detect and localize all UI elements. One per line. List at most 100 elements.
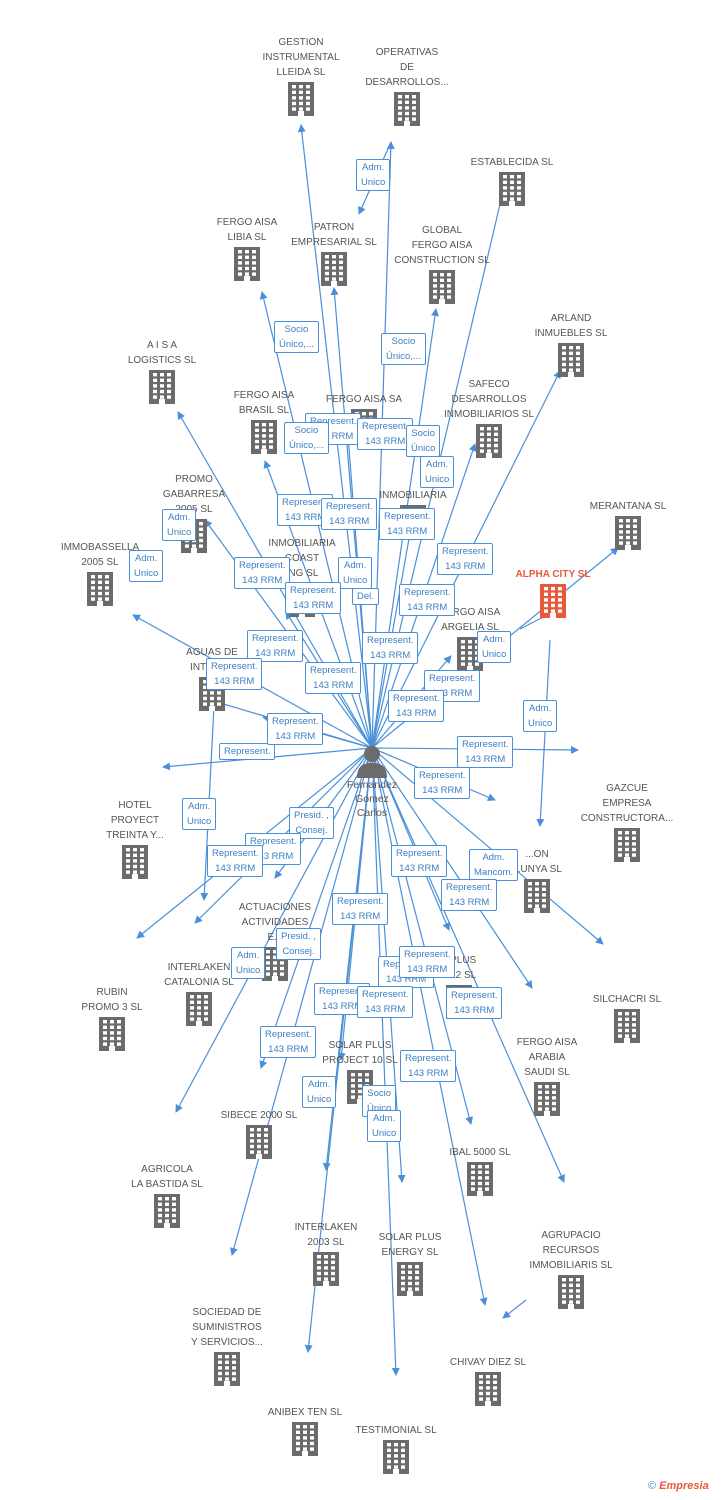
relation-label[interactable]: Adm.Unico [420, 456, 455, 488]
relation-label[interactable]: Represent.143 RRM [234, 557, 291, 589]
relation-label-line: Represent. [367, 635, 414, 646]
relation-label[interactable]: Adm.Unico [477, 631, 512, 663]
company-node[interactable]: SILCHACRI SL [575, 992, 679, 1043]
company-node[interactable]: CHIVAY DIEZ SL [436, 1355, 540, 1406]
company-node[interactable]: TESTIMONIAL SL [344, 1423, 448, 1474]
relation-label[interactable]: Represent. [219, 743, 276, 760]
company-name-line: EMPRESA [602, 798, 652, 809]
building-icon [467, 1162, 493, 1196]
relation-label[interactable]: Represent.143 RRM [267, 713, 324, 745]
company-node[interactable]: ANIBEX TEN SL [253, 1405, 357, 1456]
relation-label-line: Represent. [404, 949, 451, 960]
relation-label[interactable]: Represent.143 RRM [206, 658, 263, 690]
building-icon [429, 270, 455, 304]
relation-edge [536, 639, 551, 827]
relation-label[interactable]: Represent.143 RRM [379, 508, 436, 540]
relation-label[interactable]: Represent.143 RRM [399, 584, 456, 616]
building-icon [154, 1194, 180, 1228]
relation-label[interactable]: Represent.143 RRM [362, 632, 419, 664]
relation-label[interactable]: Represent.143 RRM [400, 1050, 457, 1082]
relation-label-line: 143 RRM [449, 897, 490, 908]
relation-label[interactable]: Adm.Mancom. [469, 849, 519, 881]
relation-label[interactable]: Adm.Unico [302, 1076, 337, 1108]
relation-label[interactable]: Represent.143 RRM [424, 670, 481, 702]
relation-label[interactable]: Represent.143 RRM [391, 845, 448, 877]
company-name-line: PROMO [175, 474, 213, 485]
relation-label-line: 143 RRM [322, 1001, 363, 1012]
relation-label[interactable]: Adm.Unico [523, 700, 558, 732]
relation-label[interactable]: Represent.143 RRM [388, 690, 445, 722]
relation-label[interactable]: Represent.143 RRM [285, 582, 342, 614]
relation-label[interactable]: Adm.Unico [356, 159, 391, 191]
company-name-line: 2005 SL [81, 557, 119, 568]
relation-label-line: Represent. [319, 986, 366, 997]
relation-label[interactable]: Represent.143 RRM [332, 893, 389, 925]
company-node[interactable]: ESTABLECIDA SL [460, 155, 564, 206]
person-node-center[interactable]: Fernandez Gomez Carlos [327, 744, 417, 820]
relation-label[interactable]: Represent.143 RRM [321, 498, 378, 530]
relation-label[interactable]: Represent.143 RRM [305, 662, 362, 694]
relation-label[interactable]: Adm.Unico [338, 557, 373, 589]
company-name-line: ESTABLECIDA SL [470, 157, 554, 168]
relation-label[interactable]: Represent.143 RRM [399, 946, 456, 978]
company-node[interactable]: MERANTANA SL [576, 499, 680, 550]
relation-label-line: Único,... [289, 440, 324, 451]
relation-label[interactable]: Adm.Unico [182, 798, 217, 830]
building-icon [540, 584, 566, 618]
company-name-line: IMMOBILIARIS SL [529, 1260, 613, 1271]
relation-label[interactable]: Represent.143 RRM [437, 543, 494, 575]
relation-label-line: 143 RRM [365, 436, 406, 447]
company-name-line: ACTUACIONES [238, 902, 312, 913]
relation-label[interactable]: Adm.Unico [129, 550, 164, 582]
company-node[interactable]: ...ON...UNYA SL [485, 847, 589, 913]
relation-label[interactable]: Represent.143 RRM [260, 1026, 317, 1058]
relation-label[interactable]: Represent.143 RRM [357, 986, 414, 1018]
relation-label[interactable]: Adm.Unico [162, 509, 197, 541]
relation-label[interactable]: Represent.143 RRM [207, 845, 264, 877]
relation-label[interactable]: Represent.143 RRM [446, 987, 503, 1019]
building-icon [534, 1082, 560, 1116]
company-node[interactable]: SIBECE 2000 SL [207, 1108, 311, 1159]
relation-label[interactable]: Represent.143 RRM [457, 736, 514, 768]
relation-label[interactable]: Represent.143 RRM [357, 418, 414, 450]
relation-label[interactable]: Del. [352, 588, 379, 605]
company-node[interactable]: ALPHA CITY SL [501, 567, 605, 618]
relation-label[interactable]: Represent.143 RRM [441, 879, 498, 911]
relation-label-line: Represent. [384, 511, 431, 522]
relation-edge [259, 747, 373, 1069]
relation-label-line: Unico [236, 965, 261, 976]
relation-edge [304, 747, 373, 1353]
relation-label[interactable]: Presid. ,Consej. [276, 928, 321, 960]
relation-label[interactable]: Adm.Unico [231, 947, 266, 979]
relation-label[interactable]: Adm.Unico [367, 1110, 402, 1142]
building-icon [214, 1352, 240, 1386]
relation-label[interactable]: Represent.143 RRM [414, 767, 471, 799]
relation-label[interactable]: Represent.143 RRM [247, 630, 304, 662]
brand-logo-text[interactable]: Empresia [659, 1480, 709, 1492]
company-node[interactable]: IBAL 5000 SL [428, 1145, 532, 1196]
